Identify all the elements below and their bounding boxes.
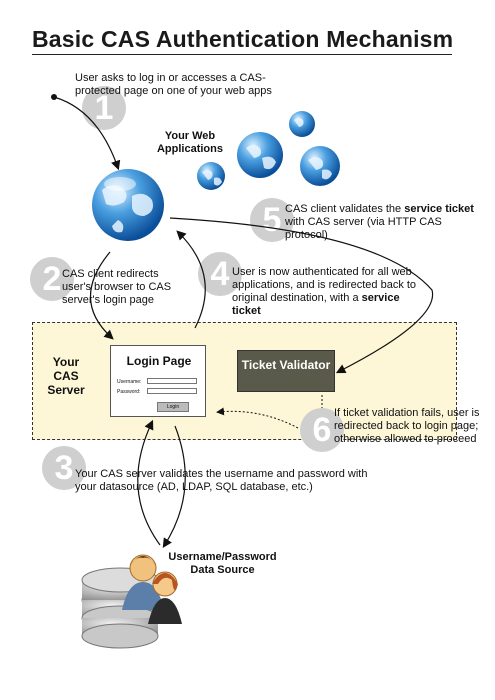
arrow-step-3-down [162,425,186,549]
step-4-badge: 4 [198,252,242,296]
web-apps-label: Your Web Applications [156,130,223,155]
step-3-badge: 3 [42,446,86,490]
step-5-text: CAS client validates the service ticket … [285,203,474,241]
arrow-step-5 [169,217,434,374]
ticket-validator-box: Ticket Validator [237,350,335,392]
step-2-text: CAS client redirects user's browser to C… [62,268,172,306]
step-1-badge: 1 [82,86,126,130]
globe-icon-small-2 [237,132,283,178]
password-label: Password: [117,389,141,395]
username-field[interactable] [147,378,197,384]
username-label: Username: [117,379,142,385]
arrow-step-3-up [137,419,161,546]
users-icon [122,554,182,624]
step-6-text: If ticket validation fails, user is redi… [334,407,480,445]
step-1-text: User asks to log in or accesses a CAS-pr… [75,72,272,97]
arrow-step-2 [89,251,114,340]
globe-icon-main [92,169,164,241]
step-2-badge: 2 [30,257,74,301]
globe-icon-small-1 [197,162,225,190]
arrow-step-1 [53,96,121,171]
globe-icon-small-4 [300,146,340,186]
step-4-text: User is now authenticated for all web ap… [232,266,417,317]
page-title: Basic CAS Authentication Mechanism [32,26,454,52]
title-divider [32,54,452,55]
password-field[interactable] [147,388,197,394]
login-button[interactable]: Login [157,402,189,412]
step-5-badge: 5 [250,198,294,242]
step-3-text: Your CAS server validates the username a… [75,468,368,493]
cas-server-label: Your CAS Server [47,355,85,397]
arrow-step-4 [176,230,206,329]
step-6-badge: 6 [300,408,344,452]
login-page-title: Login Page [126,354,192,368]
arrow-step-6 [216,407,299,429]
globe-icon-small-3 [289,111,315,137]
datasource-label: Username/Password Data Source [168,551,277,576]
login-page-panel: Login Page Username: Password: Login [110,345,206,417]
